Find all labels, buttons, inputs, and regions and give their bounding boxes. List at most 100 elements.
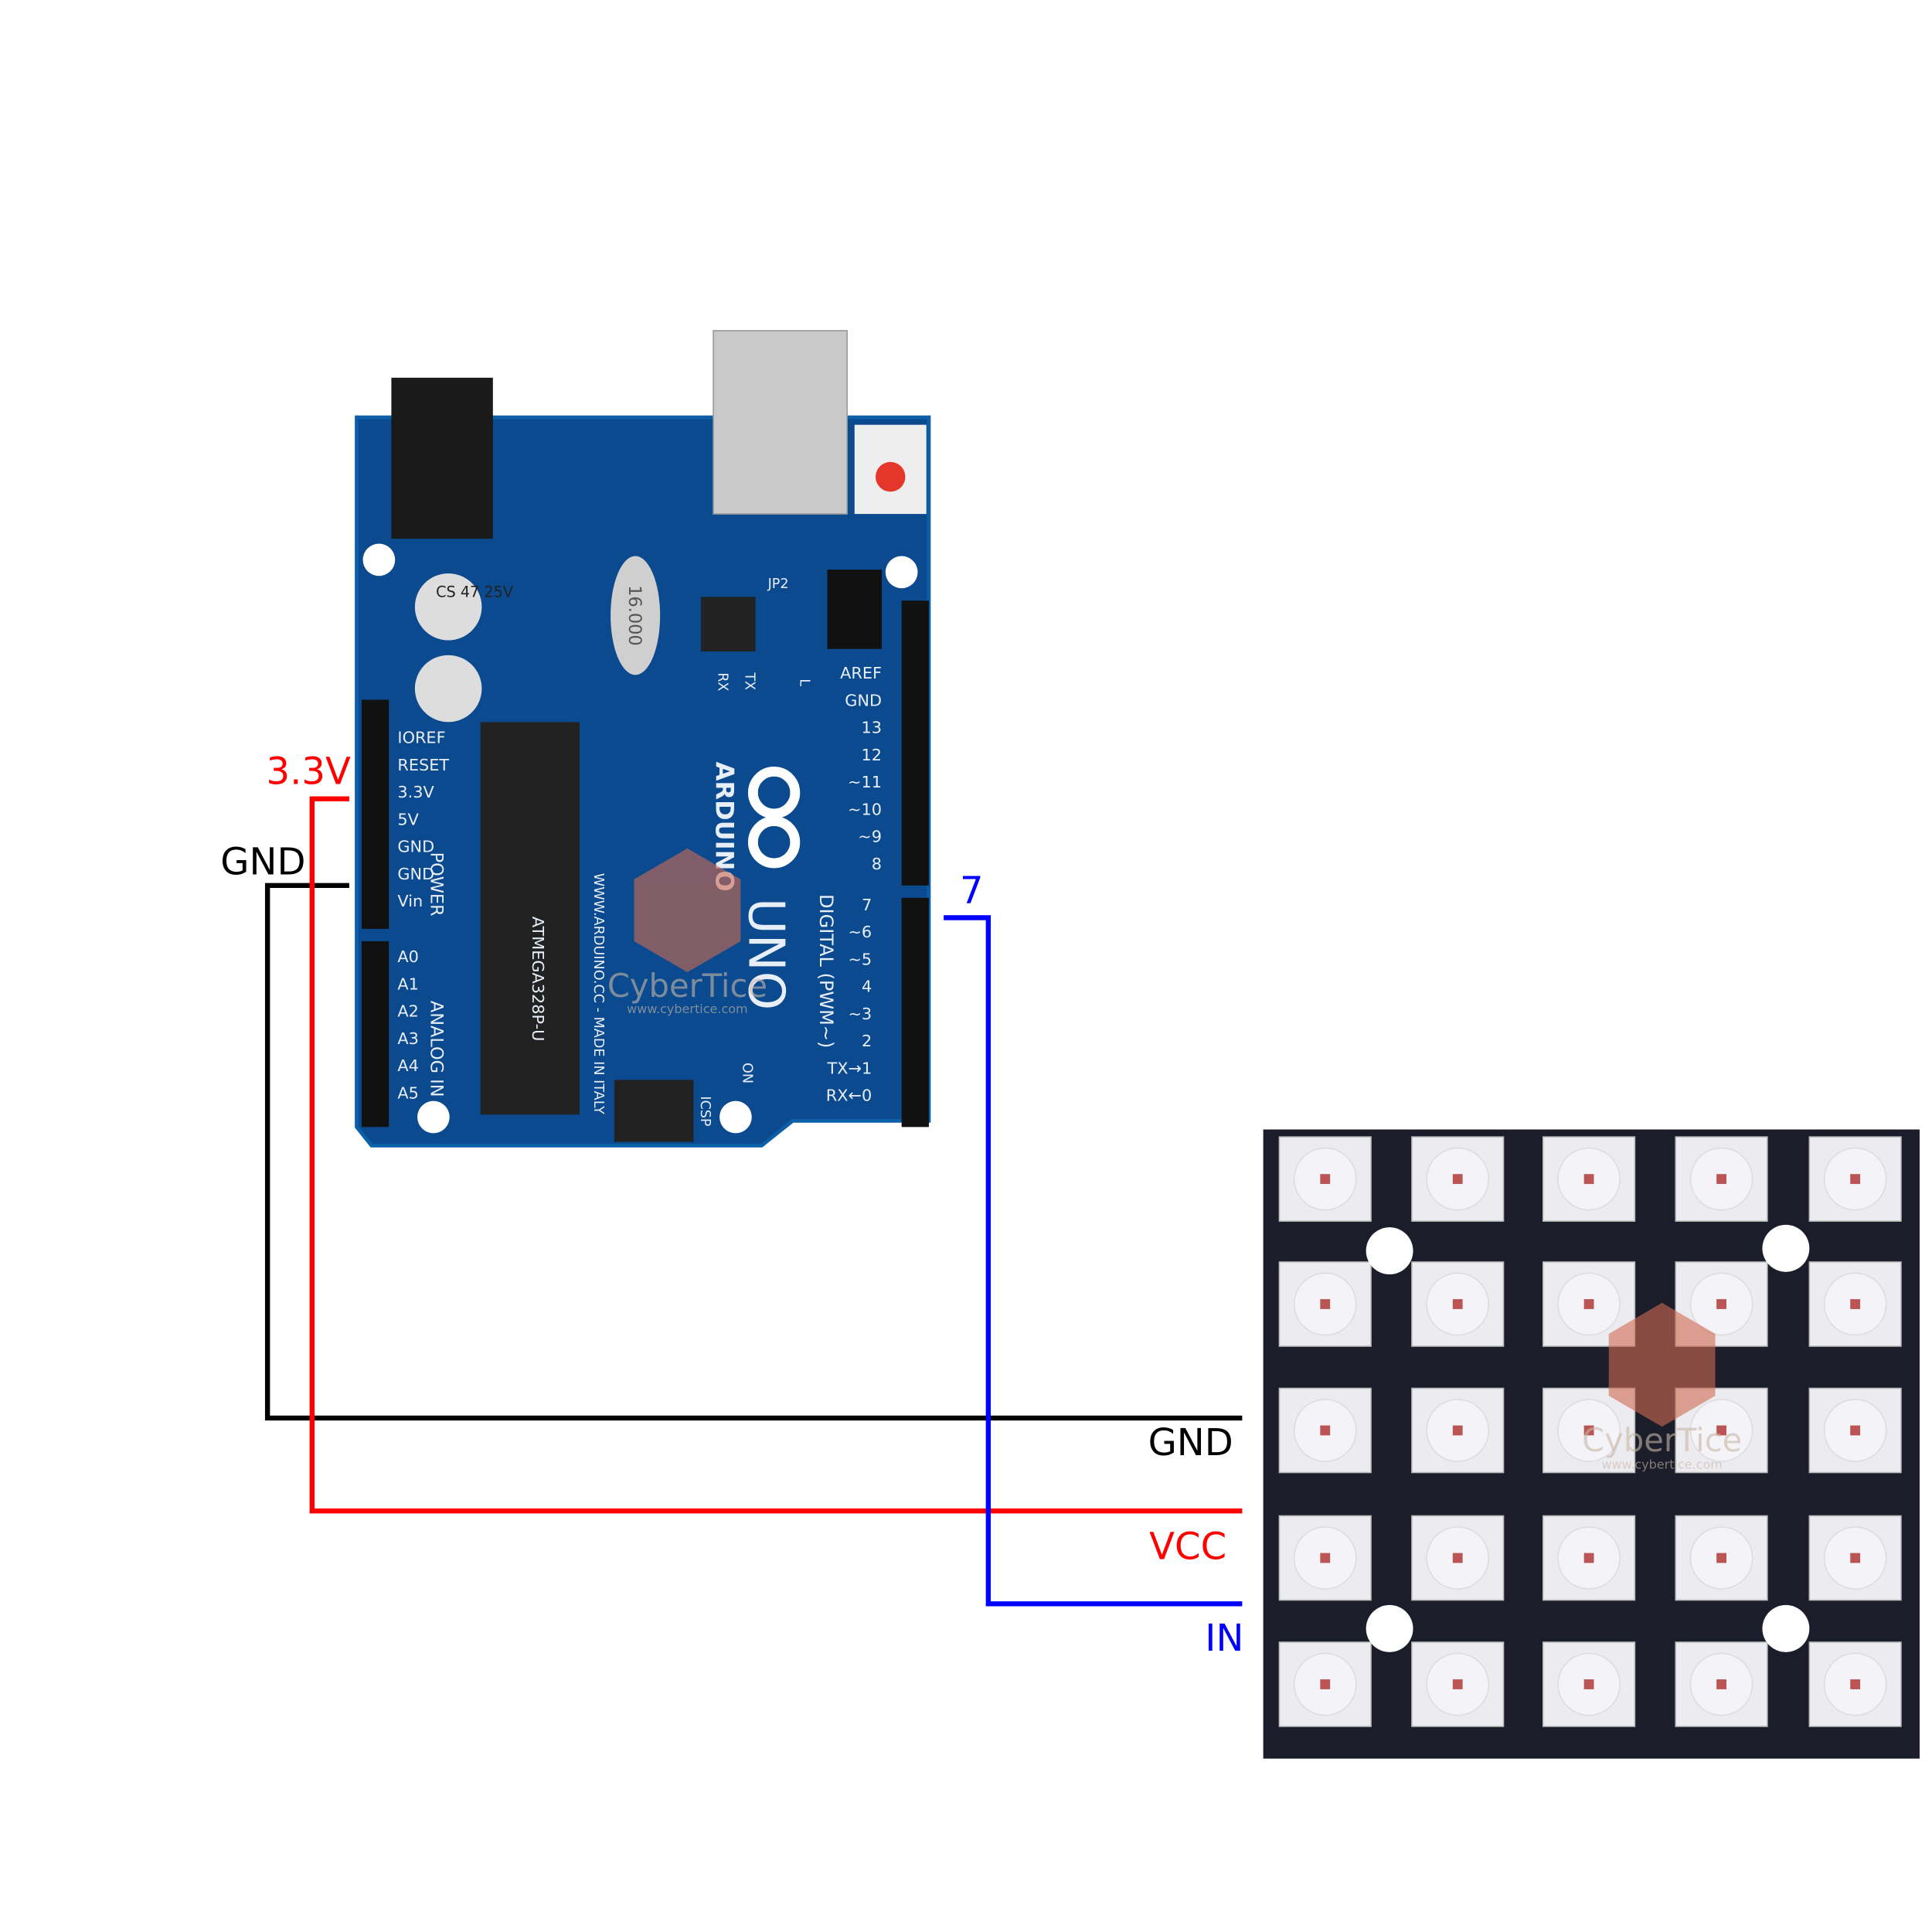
- watermark: CyberTice www.cybertice.com CyberTice ww…: [607, 848, 1742, 1472]
- mounting-hole: [1366, 1227, 1413, 1275]
- url-label: WWW.ARDUINO.CC - MADE IN ITALY: [590, 873, 606, 1114]
- rgb-led: [1278, 1136, 1372, 1222]
- mounting-hole: [1762, 1604, 1810, 1652]
- rgb-led: [1542, 1515, 1636, 1601]
- label-3v3: 3.3V: [267, 750, 351, 793]
- rgb-led: [1542, 1387, 1636, 1474]
- label-matrix-gnd: GND: [1148, 1421, 1233, 1464]
- svg-text:www.cybertice.com: www.cybertice.com: [1601, 1458, 1723, 1472]
- rgb-led: [1278, 1515, 1372, 1601]
- mounting-hole: [885, 556, 918, 589]
- usb-port: [713, 330, 848, 515]
- svg-text:www.cybertice.com: www.cybertice.com: [627, 1002, 748, 1016]
- pin-label: TX→1: [827, 1059, 872, 1077]
- rgb-led: [1411, 1387, 1505, 1474]
- pin-label: RX←0: [826, 1087, 872, 1105]
- rgb-led: [1808, 1515, 1902, 1601]
- rgb-led: [1542, 1641, 1636, 1727]
- mounting-hole: [1366, 1604, 1413, 1652]
- mounting-hole: [1762, 1224, 1810, 1272]
- rgb-led: [1542, 1136, 1636, 1222]
- led-label-rx: RX: [714, 672, 730, 691]
- pin-label: 12: [862, 746, 883, 764]
- crystal: [611, 556, 661, 675]
- pin-label: 7: [862, 896, 872, 914]
- rgb-led: [1411, 1136, 1505, 1222]
- rgb-led: [1675, 1515, 1768, 1601]
- pin-label: IOREF: [397, 729, 445, 747]
- rgb-led: [1808, 1136, 1902, 1222]
- led-label-tx: TX: [742, 672, 757, 690]
- analog-header[interactable]: [361, 940, 389, 1128]
- digital-header-low[interactable]: [901, 897, 929, 1128]
- rgb-led: [1808, 1261, 1902, 1347]
- pin-label: GND: [845, 691, 882, 709]
- icsp-header: [614, 1080, 694, 1142]
- rgb-led: [1808, 1641, 1902, 1727]
- icsp-label: ICSP: [697, 1096, 713, 1127]
- pin-label: ~9: [858, 828, 882, 846]
- chip-label: ATMEGA328P-U: [529, 917, 547, 1042]
- pin-label: ~3: [848, 1005, 872, 1023]
- data-wire: [944, 915, 1243, 1607]
- power-jack: [391, 377, 493, 539]
- icsp-header-top: [827, 570, 883, 649]
- arduino-uno-board: 16.000 ATMEGA328P-U ICSP RX TX L ON IORE…: [355, 330, 931, 1148]
- pin-label: AREF: [840, 664, 882, 682]
- rgb-led: [1278, 1387, 1372, 1474]
- rgb-led: [1278, 1261, 1372, 1347]
- rgb-led: [1675, 1136, 1768, 1222]
- power-label: POWER: [427, 852, 447, 917]
- pin-label: 13: [862, 719, 883, 737]
- digital-header-high[interactable]: [901, 600, 929, 886]
- cap-label: CS 47 25V: [436, 583, 513, 600]
- atmega-chip: [480, 722, 580, 1115]
- pin-label: RESET: [397, 756, 449, 774]
- mounting-hole: [417, 1100, 450, 1134]
- gnd-wire: [264, 883, 1243, 1421]
- pin-label: A5: [397, 1083, 419, 1102]
- rgb-led: [1675, 1641, 1768, 1727]
- pin-label: ~5: [848, 950, 872, 968]
- pin-label: 8: [872, 855, 882, 873]
- rgb-led: [1411, 1641, 1505, 1727]
- mounting-hole: [719, 1100, 752, 1134]
- infinity-logo: [747, 766, 801, 869]
- rgb-led: [1808, 1387, 1902, 1474]
- led-label-l: L: [796, 679, 811, 686]
- pin-label: A1: [397, 975, 419, 993]
- mounting-hole: [362, 543, 396, 577]
- pin-label: Vin: [397, 892, 423, 910]
- rgb-led: [1411, 1261, 1505, 1347]
- pin-label: A4: [397, 1056, 419, 1075]
- vcc-wire: [309, 796, 1243, 1514]
- capacitor: [414, 573, 482, 723]
- pin-label: 3.3V: [397, 783, 434, 801]
- label-matrix-in: IN: [1205, 1617, 1243, 1660]
- model-label: UNO: [737, 898, 794, 1010]
- label-arduino-gnd: GND: [220, 840, 305, 883]
- label-matrix-vcc: VCC: [1149, 1526, 1226, 1569]
- rgb-led: [1411, 1515, 1505, 1601]
- pin-label: A0: [397, 947, 419, 966]
- power-header[interactable]: [361, 699, 389, 929]
- pin-label: 5V: [397, 810, 419, 828]
- svg-text:CyberTice: CyberTice: [607, 967, 767, 1005]
- pin-label: 2: [862, 1032, 872, 1050]
- led-label-on: ON: [740, 1063, 755, 1083]
- rgb-led: [1542, 1261, 1636, 1347]
- pin-label: A3: [397, 1029, 419, 1048]
- jp2-label: JP2: [767, 577, 789, 592]
- analog-label: ANALOG IN: [427, 1001, 447, 1097]
- label-pin-7: 7: [960, 869, 984, 912]
- pin-label: ~6: [848, 923, 872, 941]
- usb-chip: [701, 597, 756, 651]
- digital-label: DIGITAL (PWM~): [815, 894, 837, 1048]
- pin-label: ~10: [848, 800, 882, 818]
- crystal-label: 16.000: [624, 585, 645, 645]
- svg-text:CyberTice: CyberTice: [1582, 1421, 1742, 1459]
- pin-label: GND: [397, 838, 434, 856]
- rgb-led: [1278, 1641, 1372, 1727]
- pin-label: A2: [397, 1002, 419, 1021]
